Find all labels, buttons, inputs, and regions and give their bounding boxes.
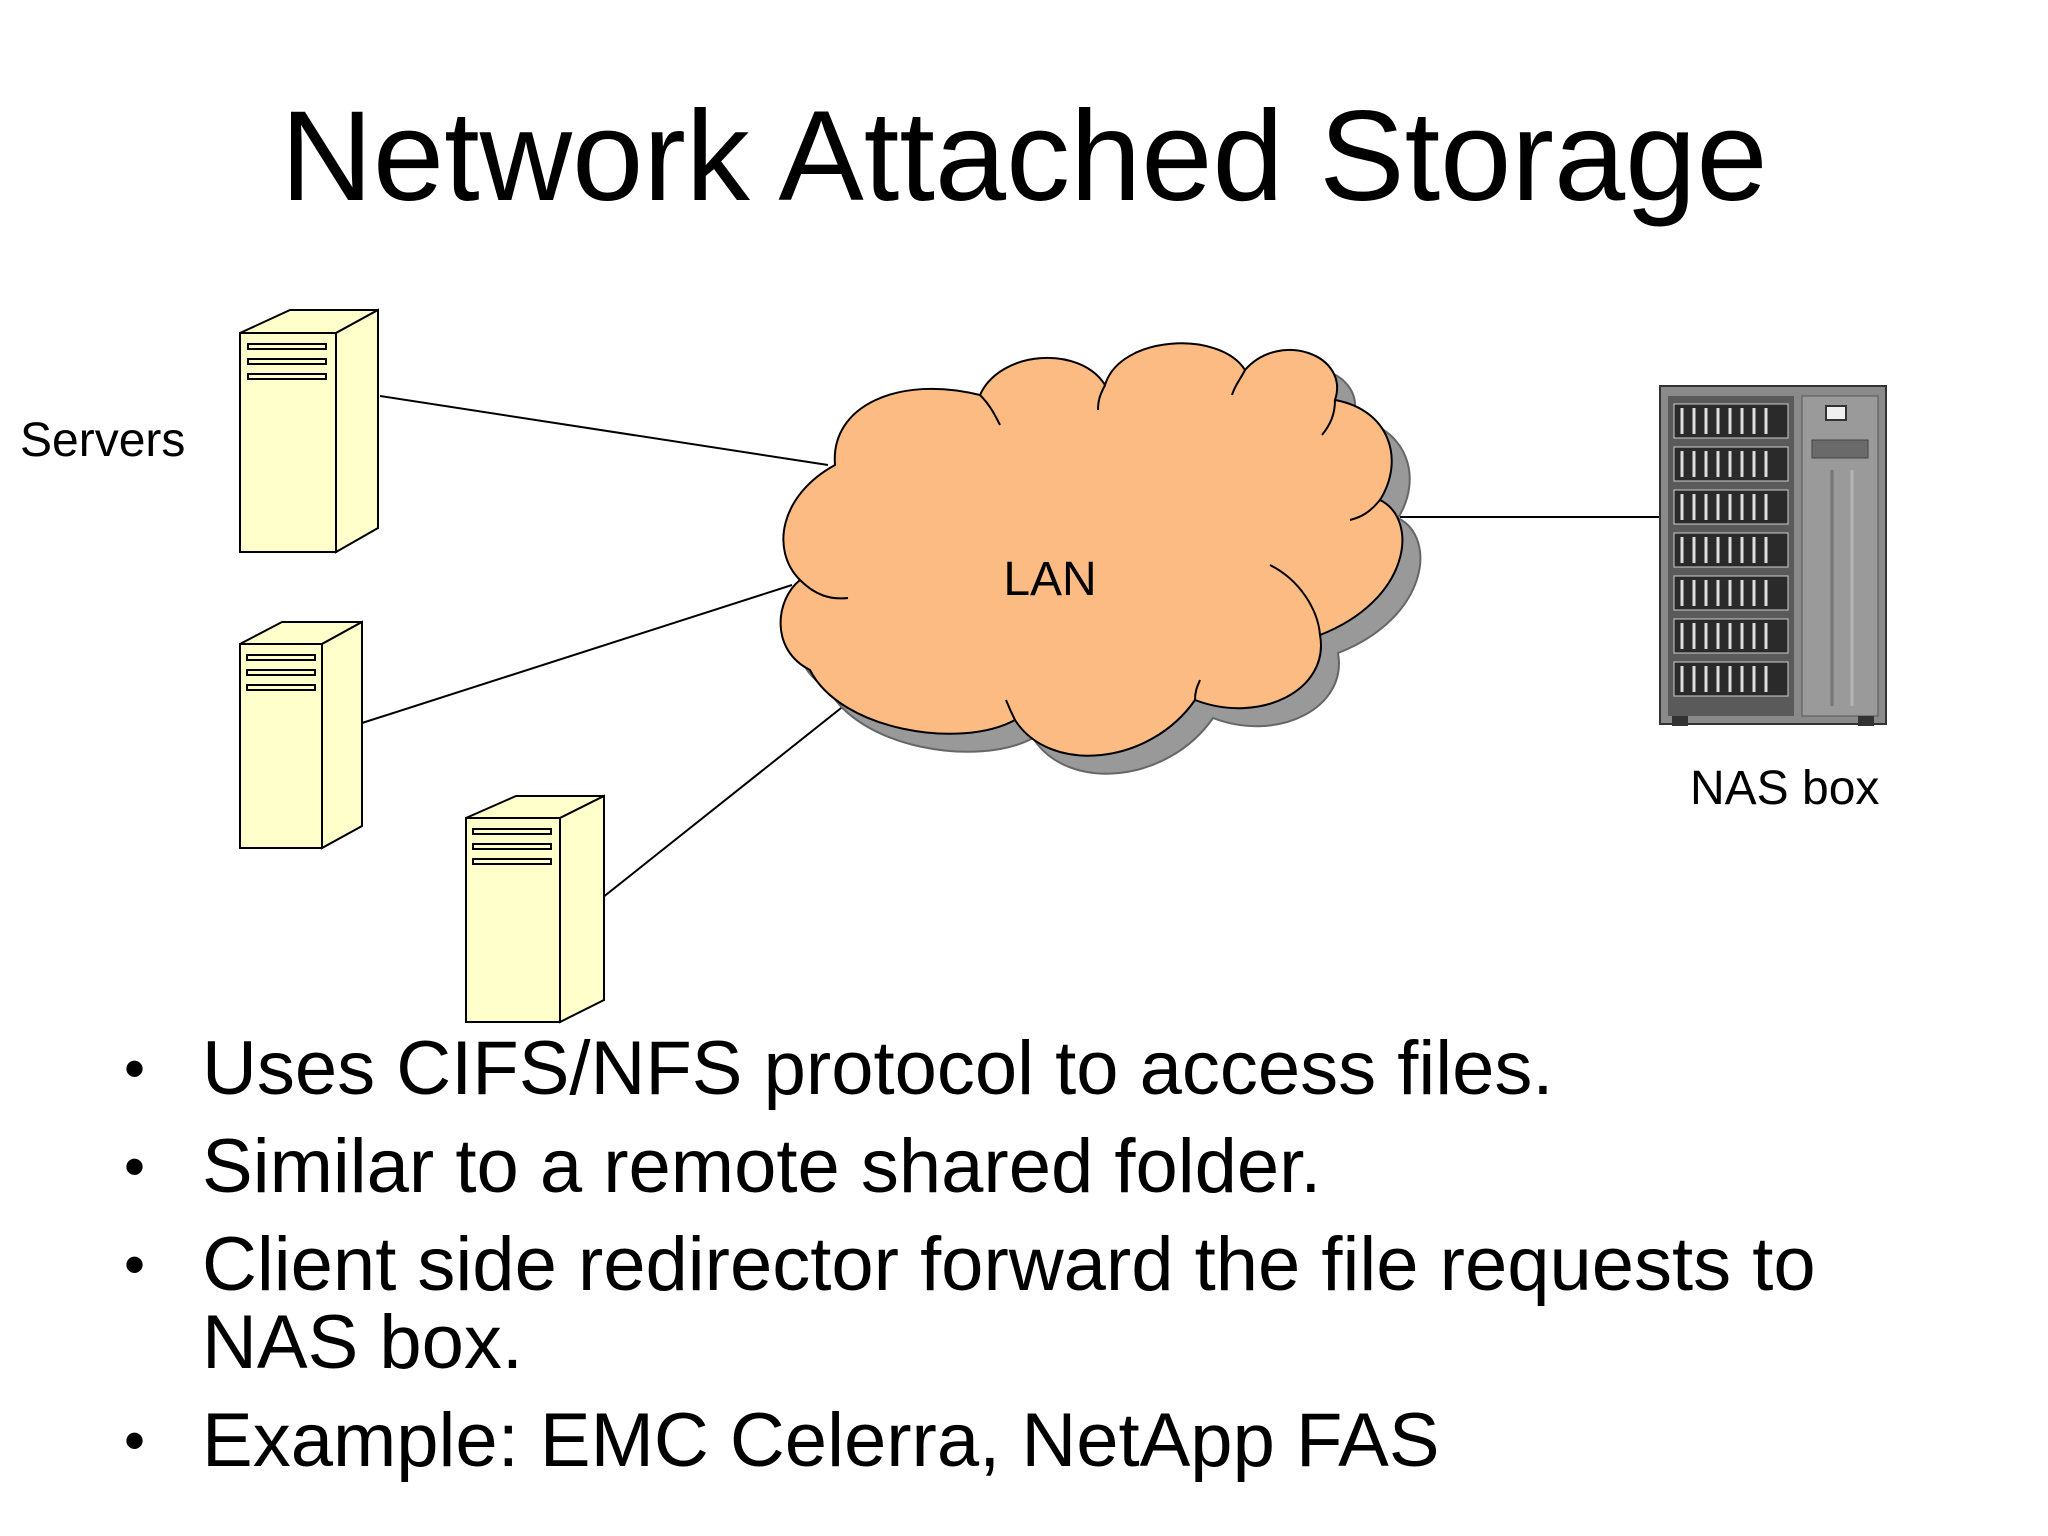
network-links <box>361 395 1660 899</box>
server-1-icon <box>239 308 379 554</box>
bullet-text: Client side redirector forward the file … <box>202 1222 1816 1385</box>
bullet-list: • Uses CIFS/NFS protocol to access files… <box>118 1030 1978 1500</box>
link-server-1 <box>379 395 829 466</box>
bullet-text: Example: EMC Celerra, NetApp FAS <box>202 1398 1440 1483</box>
link-server-3 <box>601 692 861 899</box>
bullet-text: Similar to a remote shared folder. <box>202 1124 1322 1209</box>
servers-label: Servers <box>20 414 185 467</box>
slide-title: Network Attached Storage <box>280 85 1768 228</box>
bullet-item: • Similar to a remote shared folder. <box>118 1128 1978 1206</box>
bullet-icon: • <box>124 1231 146 1298</box>
bullet-icon: • <box>124 1407 146 1474</box>
bullet-item: • Uses CIFS/NFS protocol to access files… <box>118 1030 1978 1108</box>
bullet-icon: • <box>124 1035 146 1102</box>
bullet-text: Uses CIFS/NFS protocol to access files. <box>202 1026 1554 1111</box>
server-3-icon <box>465 794 605 1024</box>
bullet-icon: • <box>124 1133 146 1200</box>
lan-label: LAN <box>1003 553 1096 606</box>
server-2-icon <box>239 620 363 850</box>
bullet-item: • Client side redirector forward the fil… <box>118 1226 1978 1382</box>
link-server-2 <box>361 584 793 724</box>
nas-box-label: NAS box <box>1690 762 1879 815</box>
nas-box-icon <box>1659 385 1887 726</box>
lan-cloud-icon <box>779 342 1422 775</box>
bullet-item: • Example: EMC Celerra, NetApp FAS <box>118 1402 1978 1480</box>
